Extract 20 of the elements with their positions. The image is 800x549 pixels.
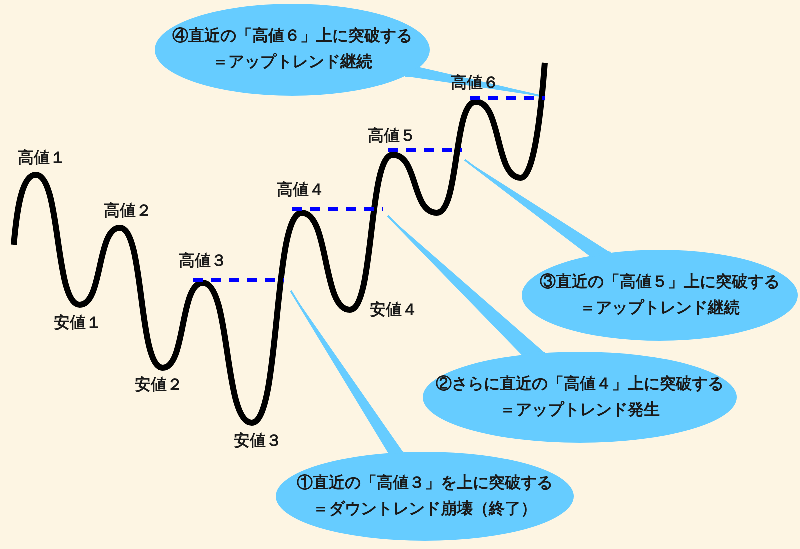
low-price-label: 安値４ [370,302,418,320]
callout-tail [387,215,546,356]
callout-text: ＝アップトレンド継続 [580,298,740,318]
callout-tail [290,290,404,454]
callout-text: ＝ダウントレンド崩壊（終了） [313,500,537,520]
high-price-label: 高値４ [277,182,325,200]
callout-text: ①直近の「高値３」を上に突破する [297,473,553,494]
callout-tail [464,159,612,258]
high-price-label: 高値２ [104,203,152,221]
callout-text: ②さらに直近の「高値４」上に突破する [436,374,724,394]
callout-text: ＝アップトレンド継続 [212,52,372,73]
callout-text: ③直近の「高値５」上に突破する [540,272,780,292]
low-price-label: 安値２ [135,377,183,395]
callout-text: ④直近の「高値６」上に突破する [172,26,412,47]
callout-text: ＝アップトレンド発生 [500,400,660,420]
low-price-label: 安値３ [234,433,282,451]
high-price-label: 高値１ [18,150,66,168]
high-price-label: 高値３ [179,253,227,271]
high-price-label: 高値５ [368,128,416,146]
low-price-label: 安値１ [54,315,102,333]
